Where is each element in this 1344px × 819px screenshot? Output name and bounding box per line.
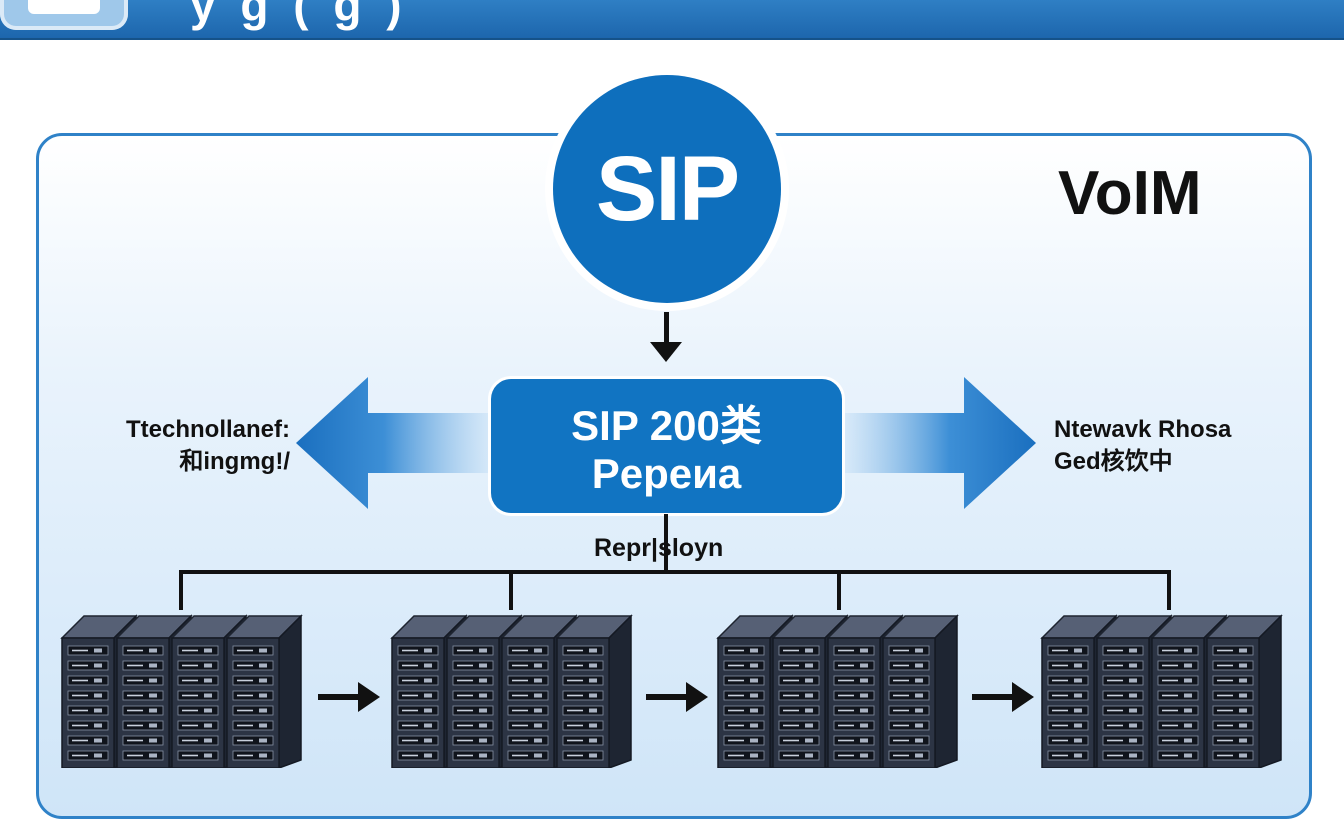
server-rack-icon <box>716 614 959 768</box>
response-subtitle: Pepeиa <box>591 450 742 497</box>
app-icon <box>0 0 128 30</box>
connector-drop-1 <box>179 570 183 610</box>
voim-label: VoIM <box>1058 159 1202 228</box>
left-label-line1: Ttechnollanef: <box>125 416 290 443</box>
server-rack-icon <box>60 614 303 768</box>
replication-label: Repr|sloyn <box>594 534 724 562</box>
response-title: SIP 200类 <box>571 402 762 449</box>
right-label: Ntewavk Rhosa Ged核饮中 <box>1054 414 1231 478</box>
down-arrow-icon <box>664 312 669 346</box>
connector-drop-3 <box>837 570 841 610</box>
connector-drop-4 <box>1167 570 1171 610</box>
header-title: y g ( g ) <box>190 0 408 31</box>
left-label-line2: 和ingmg!/ <box>179 448 290 475</box>
connector-bus <box>179 570 1171 574</box>
left-arrow-icon <box>296 377 492 509</box>
server-rack-icon <box>1040 614 1283 768</box>
right-arrow-small-icon <box>972 682 1034 712</box>
server-rack-icon <box>390 614 633 768</box>
down-arrow-head-icon <box>650 342 682 362</box>
right-arrow-small-icon <box>318 682 380 712</box>
connector-stem <box>664 514 668 572</box>
sip-node-label: SIP <box>595 137 740 240</box>
header-bar: y g ( g ) <box>0 0 1344 40</box>
sip-response-box: SIP 200类 Pepeиa <box>491 379 842 513</box>
right-arrow-icon <box>844 377 1036 509</box>
right-arrow-small-icon <box>646 682 708 712</box>
left-label: Ttechnollanef: 和ingmg!/ <box>60 414 290 478</box>
right-label-line1: Ntewavk Rhosa <box>1054 416 1232 443</box>
connector-drop-2 <box>509 570 513 610</box>
sip-node: SIP <box>553 75 781 303</box>
right-label-line2: Ged核饮中 <box>1054 448 1173 475</box>
